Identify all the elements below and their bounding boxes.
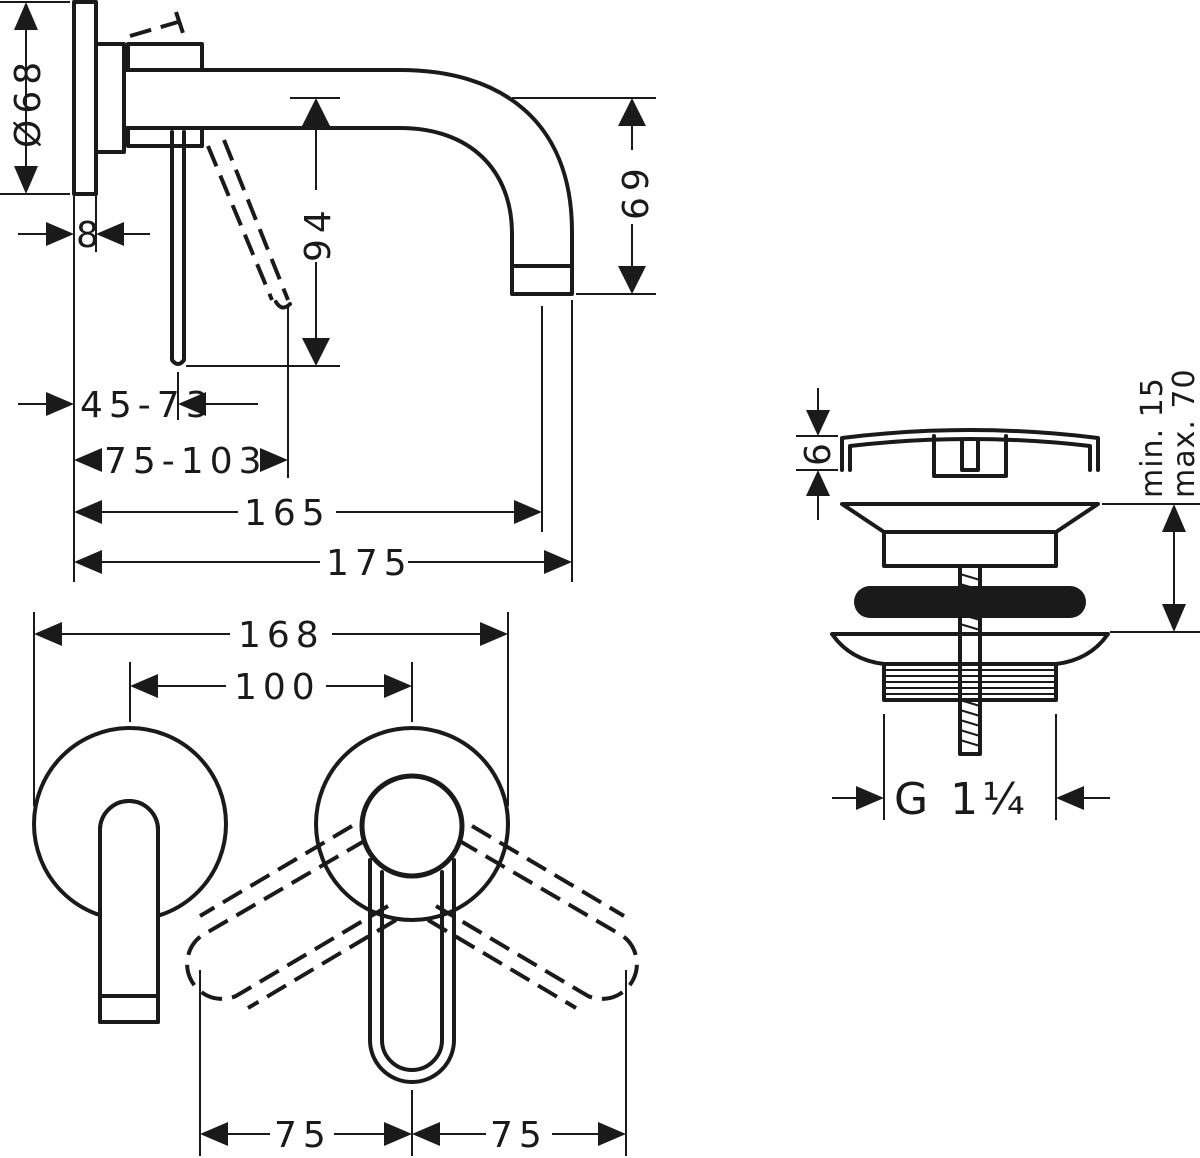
waste-valve (830, 428, 1110, 756)
front-view-dimensions: 168 100 75 75 (33, 612, 627, 1156)
lever-hub (126, 126, 204, 148)
dim-plate-span: 168 (238, 615, 325, 656)
lever-open-top-dash-2 (174, 11, 186, 37)
dim-flange-thickness: 8 (76, 215, 105, 256)
lever-stem (170, 130, 186, 366)
lever-hub-front (359, 773, 465, 879)
waste-cap (840, 428, 1100, 472)
dim-waste-max: max. 70 (1167, 368, 1200, 498)
dim-spout-drop: 94 (298, 204, 339, 262)
side-view-spout (72, 0, 574, 366)
dim-waste-min: min. 15 (1135, 377, 1170, 498)
dim-swing-left: 75 (274, 1115, 332, 1156)
mixer-plate (314, 726, 510, 922)
dim-diameter: Ø68 (8, 56, 49, 148)
flange-collar (94, 42, 126, 154)
lever-swing-right (426, 824, 639, 1010)
waste-body (882, 530, 1058, 568)
lever-open-dash-b (222, 139, 290, 301)
dim-lever-depth-open: 75-103 (104, 441, 268, 482)
waste-cone (840, 502, 1100, 534)
dim-length-165: 165 (244, 493, 331, 534)
waste-seal (854, 586, 1086, 618)
lever-swing-left (185, 824, 398, 1010)
lever-open-dash-a (206, 145, 274, 301)
side-view-dimensions: Ø68 8 94 69 45-73 75 (0, 1, 657, 584)
dim-length-175: 175 (326, 543, 413, 584)
waste-thread-body (882, 662, 1058, 702)
dim-swing-right: 75 (490, 1115, 548, 1156)
dim-lever-depth: 45-73 (80, 385, 215, 426)
waste-dimensions: 6 min. 15 max. 70 G 1¼ (796, 368, 1200, 825)
lever-open-top-dash (129, 20, 179, 38)
waste-cap-stem (932, 434, 1008, 478)
dim-waste-thread: G 1¼ (894, 774, 1029, 825)
cartridge-top (126, 42, 204, 72)
dim-cap-height: 6 (798, 437, 839, 466)
spout-body (122, 68, 574, 296)
wall-flange (72, 0, 98, 196)
waste-flange (830, 632, 1110, 666)
dim-spout-height: 69 (616, 162, 657, 220)
lever-front (368, 858, 456, 1084)
front-view (32, 726, 639, 1084)
dim-centers: 100 (234, 667, 321, 708)
lever-open-tip (274, 300, 292, 310)
